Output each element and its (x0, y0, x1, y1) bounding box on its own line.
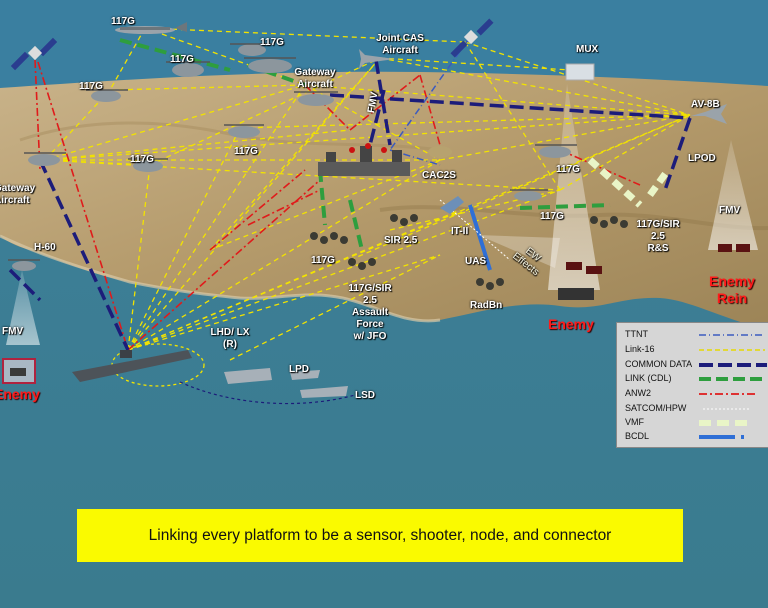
vmf-links (587, 157, 671, 208)
transport-aircraft-icon (115, 22, 187, 34)
label-117g-f: 117G (556, 164, 580, 175)
assault-line5: w/ JFO (353, 331, 387, 342)
legend-label-ttnt: TTNT (625, 329, 648, 339)
common-data-links (8, 59, 692, 351)
ew-effects-fan (478, 235, 560, 268)
enemy-rein-line2: Rein (716, 290, 748, 306)
enemy-rein-line1: Enemy (709, 273, 755, 289)
assault-line2: 2.5 (363, 295, 377, 306)
label-117g-c: 117G (79, 81, 103, 92)
jet-icons (359, 49, 727, 214)
troop-icons (310, 214, 628, 290)
label-117g-b: 117G (170, 54, 194, 65)
label-enemy-rein: Enemy Rein (702, 273, 762, 307)
assault-line3: Assault (351, 307, 389, 318)
gateway-left-line2: Aircraft (0, 195, 30, 206)
caption-text: Linking every platform to be a sensor, s… (148, 526, 612, 544)
rs-line1: 117G/SIR (636, 219, 680, 230)
anw2-links (34, 59, 641, 351)
lhd-line2: (R) (223, 339, 237, 350)
label-it2: IT-II (451, 226, 469, 237)
label-radbn: RadBn (470, 300, 503, 311)
legend-label-bcdl: BCDL (625, 431, 650, 441)
rs-line2: 2.5 (651, 231, 665, 242)
fmv-beam-mux (548, 84, 600, 290)
assault-line4: Force (356, 319, 384, 330)
label-gateway-aircraft: Gateway Aircraft (287, 67, 343, 91)
label-117g-a: 117G (260, 37, 284, 48)
label-117g-sir-rs: 117G/SIR 2.5 R&S (630, 219, 686, 255)
gateway-line2: Aircraft (297, 79, 333, 90)
fmv-beam-right (708, 140, 758, 250)
label-117g-g: 117G (540, 211, 564, 222)
rs-line3: R&S (647, 243, 669, 254)
label-enemy-center: Enemy (548, 316, 594, 332)
enemy-vehicle-icons (558, 244, 750, 300)
label-enemy-left: Enemy (0, 386, 40, 402)
label-117g-h: 117G (311, 255, 335, 266)
legend: TTNT Link-16 COMMON DATA LINK (CDL) ANW2… (616, 322, 768, 448)
legend-label-common-data: COMMON DATA (625, 359, 693, 369)
gateway-line1: Gateway (294, 67, 336, 78)
c2-compound-icon (318, 143, 410, 176)
label-117g-top: 117G (111, 16, 135, 27)
label-mux: MUX (576, 44, 599, 55)
label-sir25: SIR 2.5 (384, 235, 418, 246)
enemy-thumbnail (2, 358, 36, 384)
legend-label-vmf: VMF (625, 417, 644, 427)
label-lpod: LPOD (688, 153, 716, 164)
label-av8b: AV-8B (691, 99, 720, 110)
label-fmv-left: FMV (2, 326, 24, 337)
label-gateway-left: Gateway Aircraft (0, 183, 35, 207)
label-117g-e: 117G (130, 154, 154, 165)
satcom-link (439, 199, 511, 261)
legend-label-link16: Link-16 (625, 344, 655, 354)
label-h60: H-60 (34, 242, 56, 253)
label-assault-force: 117G/SIR 2.5 Assault Force w/ JFO (340, 283, 400, 343)
ship-icons (72, 350, 348, 398)
label-lhd-lx: LHD/ LX (R) (206, 327, 254, 351)
ttnt-links (389, 39, 469, 166)
joint-cas-line2: Aircraft (382, 45, 418, 56)
label-lpd: LPD (289, 364, 309, 375)
satellite-center-icon (450, 18, 494, 58)
label-lsd: LSD (355, 390, 375, 401)
fmv-beam-left (6, 270, 40, 345)
legend-swatches (699, 334, 767, 439)
lhd-line1: LHD/ LX (210, 327, 250, 338)
bcdl-link (468, 204, 492, 271)
legend-label-satcom: SATCOM/HPW (625, 403, 687, 413)
legend-label-cdl: LINK (CDL) (625, 373, 672, 383)
label-fmv-right: FMV (719, 205, 741, 216)
label-117g-d: 117G (234, 146, 258, 157)
gateway-left-line1: Gateway (0, 183, 36, 194)
label-uas: UAS (465, 256, 487, 267)
label-joint-cas: Joint CAS Aircraft (370, 33, 430, 57)
helicopter-icons (8, 43, 577, 271)
legend-label-anw2: ANW2 (625, 388, 652, 398)
joint-cas-line1: Joint CAS (376, 33, 424, 44)
mux-drone-icon (565, 63, 595, 81)
assault-line1: 117G/SIR (348, 283, 392, 294)
label-cac2s: CAC2S (422, 170, 456, 181)
caption-banner: Linking every platform to be a sensor, s… (77, 509, 683, 562)
satellite-left-icon (10, 37, 58, 71)
